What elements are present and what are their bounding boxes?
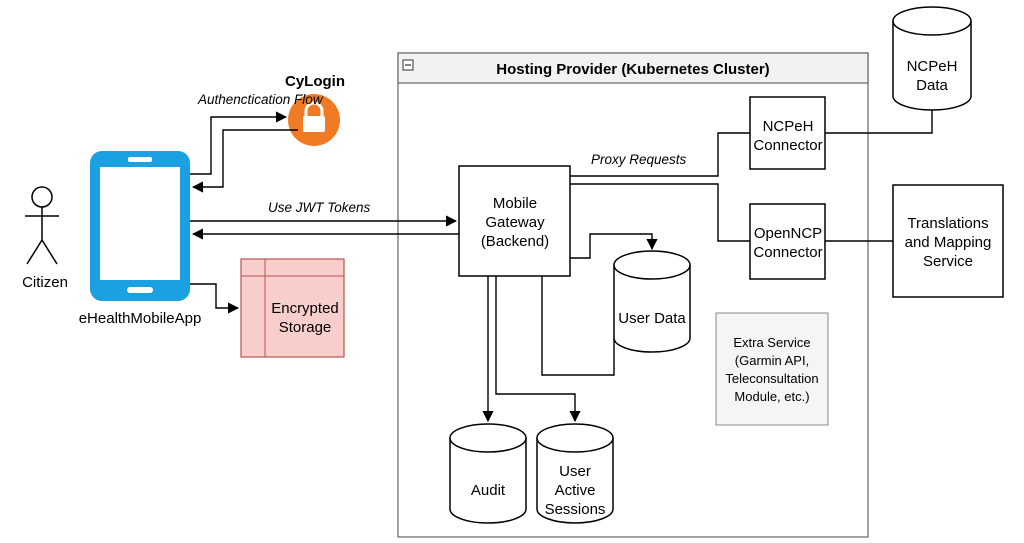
- edge-gateway-to-openncp-connector: [570, 183, 750, 242]
- edge-label-proxy: Proxy Requests: [591, 152, 687, 167]
- user-data-label: User Data: [618, 310, 686, 327]
- edge-ncpeh-connector-to-data: [825, 110, 933, 134]
- ncpeh-connector-node: NCPeH Connector: [749, 96, 826, 170]
- sessions-line2: Active: [555, 482, 596, 499]
- edge-gateway-to-user-data: [570, 233, 658, 259]
- extra-service-node: Extra Service (Garmin API, Teleconsultat…: [715, 312, 829, 426]
- translations-service-node: Translations and Mapping Service: [892, 184, 1004, 298]
- encrypted-storage-node: Encrypted Storage: [240, 258, 345, 358]
- openncp-connector-line2: Connector: [753, 244, 822, 261]
- audit-cylinder: [449, 423, 527, 524]
- citizen-label: Citizen: [22, 274, 68, 291]
- extra-line2: (Garmin API,: [735, 353, 809, 368]
- gateway-line2: Gateway: [485, 214, 545, 231]
- phone-label: eHealthMobileApp: [79, 310, 202, 327]
- ncpeh-data-line1: NCPeH: [907, 58, 958, 75]
- edge-label-auth-flow: Authenctication Flow: [197, 92, 324, 107]
- gateway-line1: Mobile: [493, 195, 537, 212]
- cylogin-lock-icon: [288, 94, 340, 146]
- edge-phone-to-cylogin: [190, 111, 288, 175]
- extra-line3: Teleconsultation: [725, 371, 818, 386]
- collapse-toggle-button[interactable]: [402, 59, 414, 71]
- translations-line2: and Mapping: [905, 234, 992, 251]
- cylogin-label: CyLogin: [285, 73, 345, 90]
- audit-label: Audit: [471, 482, 506, 499]
- edge-gateway-to-user-data-lower: [541, 276, 615, 376]
- storage-line1: Encrypted: [271, 300, 339, 317]
- edge-label-jwt: Use JWT Tokens: [268, 200, 371, 215]
- edge-gateway-to-sessions: [495, 276, 581, 423]
- sessions-line3: Sessions: [545, 501, 606, 518]
- ncpeh-data-line2: Data: [916, 77, 948, 94]
- extra-line4: Module, etc.): [734, 389, 809, 404]
- translations-line3: Service: [923, 253, 973, 270]
- sessions-line1: User: [559, 463, 591, 480]
- gateway-line3: (Backend): [481, 233, 549, 250]
- ncpeh-connector-line1: NCPeH: [763, 118, 814, 135]
- ncpeh-connector-line2: Connector: [753, 137, 822, 154]
- mobile-gateway-node: Mobile Gateway (Backend): [458, 165, 571, 277]
- edge-cylogin-to-phone: [191, 129, 298, 193]
- edge-phone-to-storage: [190, 283, 240, 314]
- cluster-title: Hosting Provider (Kubernetes Cluster): [496, 61, 769, 78]
- ncpeh-data-cylinder: [892, 6, 972, 111]
- openncp-connector-line1: OpenNCP: [754, 225, 822, 242]
- citizen-actor-icon: [25, 186, 59, 265]
- storage-line2: Storage: [279, 319, 332, 336]
- user-sessions-cylinder: [536, 423, 614, 524]
- user-data-cylinder: [613, 250, 691, 353]
- edge-gateway-to-ncpeh-connector: [570, 132, 750, 177]
- openncp-connector-node: OpenNCP Connector: [749, 203, 826, 280]
- mobile-phone-icon: [90, 151, 190, 301]
- extra-line1: Extra Service: [733, 335, 810, 350]
- translations-line1: Translations: [907, 215, 988, 232]
